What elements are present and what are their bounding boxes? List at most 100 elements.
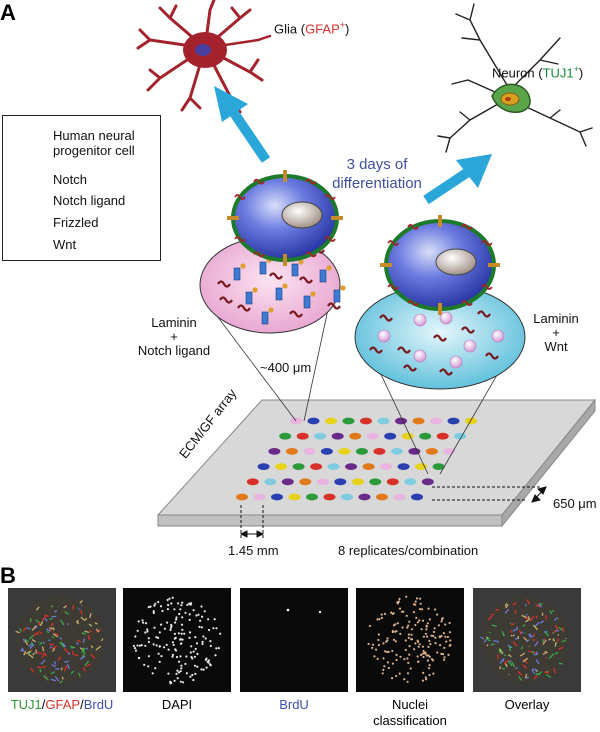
array-spot <box>358 493 371 501</box>
frizzled-receptor <box>461 300 473 306</box>
laminin-left: Laminin <box>151 315 197 330</box>
legend-box: Human neural progenitor cell Notch Notch… <box>2 115 161 261</box>
notch-receptor <box>283 170 287 182</box>
glia-cell-icon <box>136 0 272 114</box>
gfap-marker: GFAP <box>305 21 340 37</box>
frizzled-receptor <box>305 251 317 258</box>
caption-nuclei-line-2: classification <box>373 713 447 728</box>
array-spot <box>390 448 403 455</box>
array-spot <box>386 478 399 486</box>
notch-ligand-mark <box>233 263 246 281</box>
laminin-right: Laminin <box>533 311 579 326</box>
frizzled-mark <box>327 302 341 310</box>
gfap-plus: + <box>339 20 346 30</box>
array-spot <box>351 478 364 486</box>
differentiation-label: 3 days of differentiation <box>322 155 432 193</box>
array-spot <box>380 463 393 470</box>
array-spot <box>404 478 417 486</box>
notch-ligand-mark <box>291 259 304 277</box>
notch-receptor <box>488 263 500 267</box>
array-spot <box>331 432 344 440</box>
neuron-word: Neuron ( <box>492 65 543 81</box>
array-spot <box>436 432 449 440</box>
legend-wnt: Wnt <box>53 237 77 252</box>
dimension-markers <box>239 486 547 540</box>
array-spot <box>345 463 358 470</box>
differentiation-line-1: 3 days of <box>346 156 408 173</box>
frizzled-mark <box>485 352 499 360</box>
array-slide <box>156 398 597 528</box>
tuj1-plus: + <box>573 64 579 74</box>
array-spot <box>465 417 477 425</box>
thumb-nuclei-classification <box>356 588 464 692</box>
array-spot <box>360 417 372 425</box>
caption-brdu-blue: BrdU <box>83 697 114 712</box>
frizzled-receptor <box>407 224 419 230</box>
notch-receptor <box>331 216 343 220</box>
array-spot <box>366 432 379 440</box>
caption-tuj1: TUJ1 <box>10 697 42 712</box>
replicates-label: 8 replicates/combination <box>338 543 479 558</box>
frizzled-mark <box>217 280 231 288</box>
progenitor-cell-right <box>380 215 500 315</box>
array-spot <box>369 478 382 486</box>
array-spot <box>327 463 340 470</box>
frizzled-mark <box>269 272 283 280</box>
notch-ligand-mark <box>303 291 316 309</box>
array-spot <box>397 463 410 470</box>
frizzled-mark <box>289 310 303 318</box>
array-spot <box>338 448 351 455</box>
array-spot <box>285 448 298 455</box>
notch-receptor <box>227 216 239 220</box>
array-spot <box>447 417 460 425</box>
arrow-to-neuron <box>423 154 492 205</box>
frizzled-receptor <box>481 284 493 290</box>
frizzled-receptor <box>407 300 419 306</box>
array-spot <box>323 493 336 501</box>
plus-right: + <box>552 325 560 340</box>
wnt-mark <box>449 355 463 369</box>
legend-progenitor-line-2: progenitor cell <box>53 143 135 158</box>
frizzled-receptor <box>234 194 246 200</box>
glia-label: Glia (GFAP+) <box>274 20 349 36</box>
array-spot <box>395 417 407 425</box>
legend-notch: Notch <box>53 172 87 187</box>
array-spot <box>362 463 375 470</box>
array-spot <box>275 463 288 470</box>
frizzled-receptor <box>324 236 336 242</box>
array-spot <box>314 432 327 440</box>
notch-receptor <box>283 254 287 266</box>
right-condition-label: Laminin + Wnt <box>526 312 586 354</box>
notch-ligand-mark <box>261 307 274 325</box>
array-spot <box>292 463 305 470</box>
array-spot <box>288 493 301 501</box>
array-spot <box>419 432 432 440</box>
notch-ligand-left: Notch ligand <box>137 343 211 358</box>
caption-overlay: Overlay <box>504 697 550 712</box>
array-spot <box>408 448 421 455</box>
frizzled-receptor <box>253 178 265 185</box>
array-spot <box>246 478 259 486</box>
caption-gfap: GFAP <box>45 697 81 712</box>
array-spot <box>299 478 312 486</box>
thumb-brdu <box>240 588 348 692</box>
notch-receptor <box>438 215 442 227</box>
notch-ligand-mark <box>333 285 346 303</box>
frizzled-receptor <box>461 224 473 230</box>
array-spot <box>341 493 353 501</box>
wnt-mark <box>413 313 427 327</box>
wnt-mark <box>439 311 453 325</box>
array-spot <box>384 432 397 440</box>
wnt-right: Wnt <box>544 339 568 354</box>
panel-a-letter: A <box>0 0 16 25</box>
array-spot <box>377 417 390 425</box>
notch-ligand-mark <box>245 287 258 305</box>
array-spot <box>393 493 406 501</box>
wnt-mark <box>491 329 505 343</box>
array-spot <box>306 493 318 501</box>
frizzled-mark <box>299 276 313 284</box>
thumb-dapi <box>123 588 231 692</box>
array-spot <box>236 493 248 501</box>
caption-dapi: DAPI <box>161 697 193 712</box>
spot-size-label: ~400 μm <box>260 360 312 375</box>
